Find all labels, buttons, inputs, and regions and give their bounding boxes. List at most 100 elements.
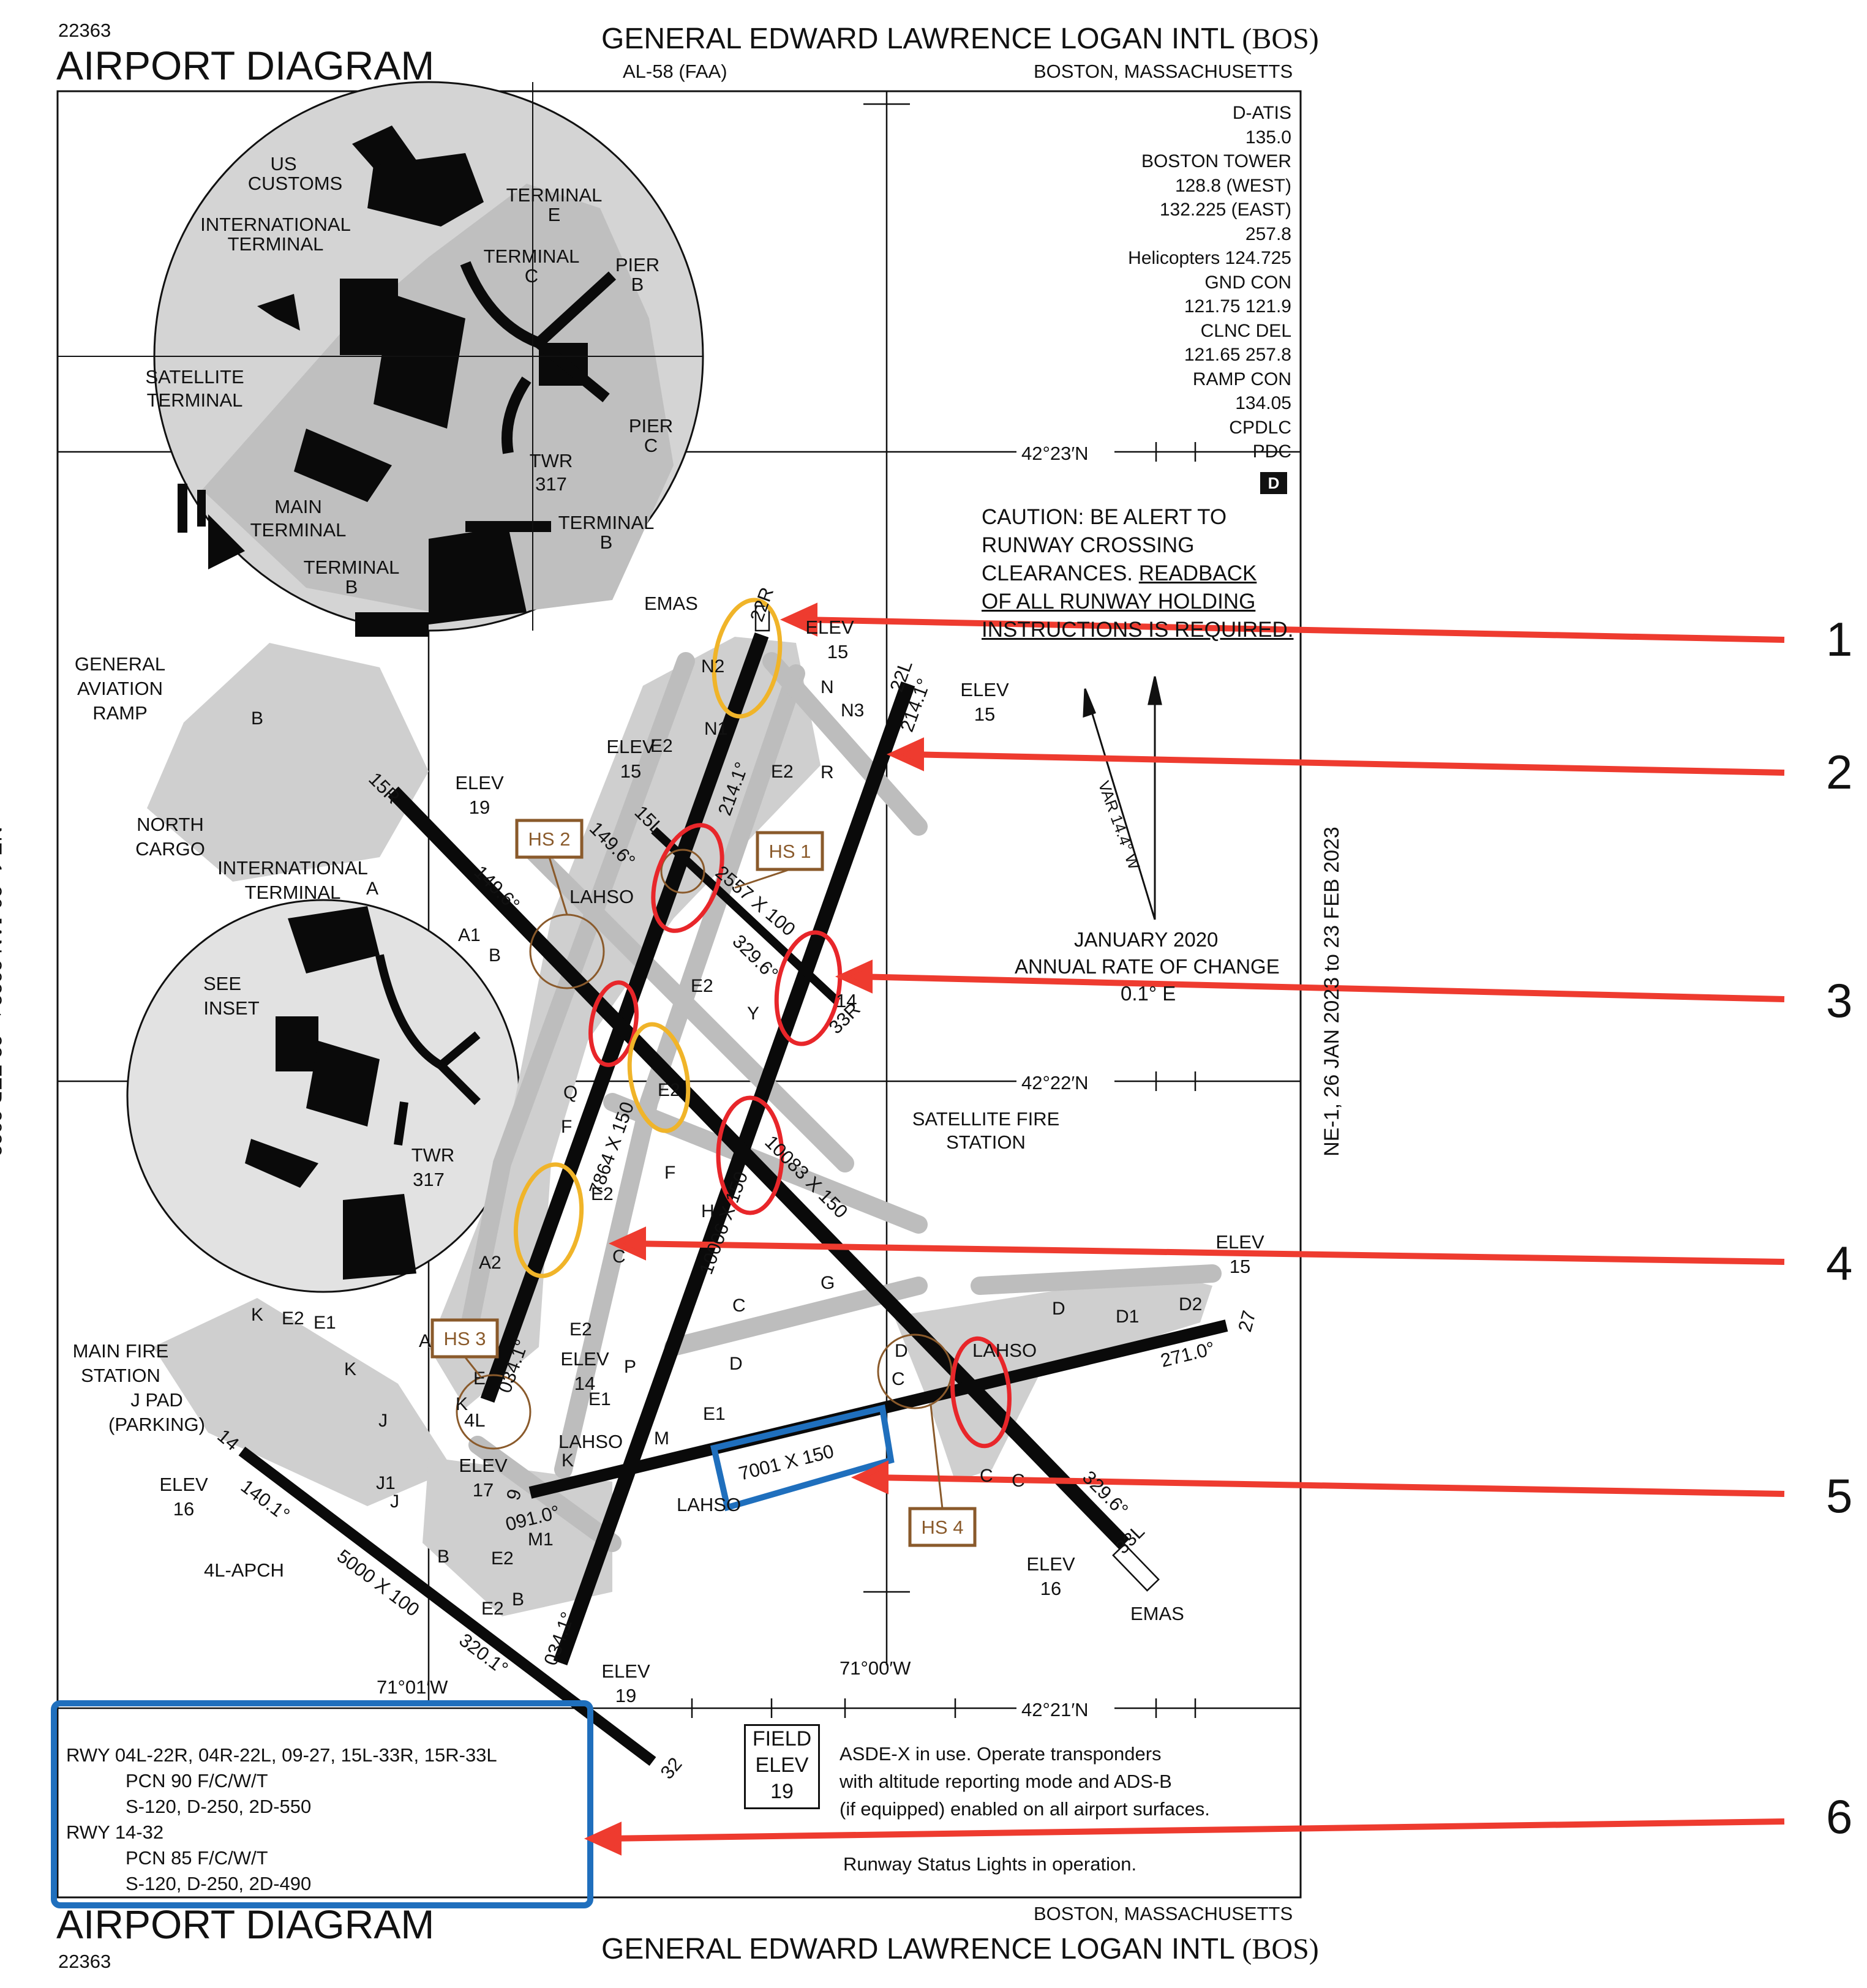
svg-text:E1: E1: [314, 1313, 336, 1333]
svg-text:A: A: [419, 1331, 431, 1351]
side-text-right: NE-1, 26 JAN 2023 to 23 FEB 2023: [1320, 827, 1343, 1157]
elev-label: ELEV: [755, 1754, 809, 1777]
label-lahso-1: LAHSO: [569, 886, 634, 907]
note-line: with altitude reporting mode and ADS-B: [840, 1771, 1172, 1792]
rsl-note: Runway Status Lights in operation.: [843, 1853, 1137, 1875]
red-annotation-circles: [588, 823, 1012, 1449]
freq-line: BOSTON TOWER: [1141, 151, 1291, 171]
rwy-end-22r: 22R: [746, 584, 778, 624]
svg-text:E1: E1: [703, 1404, 726, 1424]
svg-text:C: C: [612, 1247, 626, 1267]
terminal-inset: [58, 81, 704, 637]
diagram-frame: [56, 90, 1302, 1899]
label-emas-north: EMAS: [644, 593, 698, 614]
freq-line: CPDLC: [1229, 417, 1291, 438]
airport-name-top: GENERAL EDWARD LAWRENCE LOGAN INTL (BOS): [601, 24, 1319, 54]
pcn-value-2: PCN 85 F/C/W/T: [126, 1847, 268, 1869]
svg-text:E2: E2: [650, 736, 673, 756]
procedure-id: AL-58 (FAA): [623, 61, 727, 82]
caution-line: CLEARANCES. READBACK: [982, 560, 1293, 588]
field-elevation-box: FIELD ELEV 19: [744, 1724, 820, 1809]
title-top: AIRPORT DIAGRAM: [56, 43, 435, 88]
caution-line: OF ALL RUNWAY HOLDING: [982, 590, 1256, 613]
see-inset-circle: [126, 899, 520, 1293]
label-lahso-4: LAHSO: [677, 1494, 741, 1515]
var-label: VAR 14.4° W: [1095, 778, 1144, 872]
caution-underlined: READBACK: [1138, 561, 1257, 585]
svg-text:B: B: [251, 708, 263, 729]
svg-text:D: D: [729, 1354, 743, 1374]
pcn-rwy-group-1: RWY 04L-22R, 04R-22L, 09-27, 15L-33R, 15…: [66, 1744, 497, 1766]
annotation-number-6: 6: [1826, 1790, 1853, 1844]
annotation-number-3: 3: [1826, 973, 1853, 1027]
label-lahso-3: LAHSO: [558, 1431, 623, 1452]
label-4l-apch: 4L-APCH: [204, 1559, 284, 1581]
lon-west: 71°01′W: [377, 1676, 448, 1698]
svg-text:K: K: [251, 1305, 263, 1325]
note-line: (if equipped) enabled on all airport sur…: [840, 1798, 1210, 1820]
svg-text:M1: M1: [528, 1529, 554, 1550]
freq-line: 128.8 (WEST): [1174, 175, 1291, 196]
pcn-loads-1: S-120, D-250, 2D-550: [126, 1796, 312, 1817]
svg-text:D: D: [1052, 1299, 1065, 1319]
freq-line: RAMP CON: [1192, 369, 1291, 389]
hot-spot-boxes: HS 1 HS 2 HS 3 HS 4: [430, 819, 977, 1547]
svg-text:E1: E1: [588, 1389, 611, 1409]
field-label: FIELD: [752, 1727, 812, 1750]
runway-14-32: [238, 1446, 656, 1766]
svg-text:E2: E2: [771, 762, 794, 782]
chart-id-bottom: 22363: [58, 1951, 111, 1972]
freq-line: 121.65 257.8: [1184, 345, 1291, 365]
svg-text:E2: E2: [569, 1319, 592, 1340]
annotation-arrows: [584, 602, 1785, 1856]
freq-line: D-ATIS: [1232, 103, 1291, 123]
mag-date: JANUARY 2020: [1074, 928, 1219, 951]
hs2-label: HS 2: [528, 828, 571, 850]
svg-text:R: R: [821, 762, 834, 782]
svg-text:E: E: [473, 1368, 486, 1389]
svg-text:E2: E2: [658, 1080, 680, 1100]
svg-text:E2: E2: [591, 1184, 614, 1204]
svg-text:P: P: [624, 1357, 636, 1377]
ramps-grey: [147, 637, 1212, 1616]
airport-id: (BOS): [1242, 23, 1319, 55]
runway-15L-33R: [651, 827, 841, 1005]
runway-15R-33L: [388, 786, 1130, 1550]
freq-line: 121.75 121.9: [1184, 296, 1291, 317]
svg-text:D2: D2: [1179, 1294, 1202, 1315]
svg-text:B: B: [512, 1589, 524, 1610]
hs4-label: HS 4: [922, 1517, 964, 1538]
freq-line: PDC: [1252, 441, 1291, 462]
freq-line: CLNC DEL: [1200, 320, 1291, 341]
lon-east: 71°00′W: [840, 1657, 911, 1679]
svg-text:J: J: [378, 1411, 388, 1431]
hs1-label: HS 1: [769, 841, 811, 862]
blue-annotation-boxes: [51, 1404, 895, 1908]
hot-spot-circles: [456, 849, 953, 1450]
svg-text:K: K: [344, 1359, 356, 1379]
svg-text:D1: D1: [1116, 1307, 1139, 1327]
svg-text:K: K: [456, 1394, 468, 1414]
svg-text:H: H: [701, 1201, 715, 1221]
freq-line: 257.8: [1245, 223, 1291, 244]
caution-line: RUNWAY CROSSING: [982, 533, 1195, 557]
svg-text:E2: E2: [481, 1599, 504, 1619]
svg-text:J1: J1: [376, 1473, 396, 1493]
note-line: ASDE-X in use. Operate transponders: [840, 1743, 1162, 1765]
emas-box-33l: [1112, 1543, 1160, 1592]
map-labels: 42°23′N 42°22′N 42°21′N 71°01′W 71°00′W …: [73, 153, 1264, 1783]
